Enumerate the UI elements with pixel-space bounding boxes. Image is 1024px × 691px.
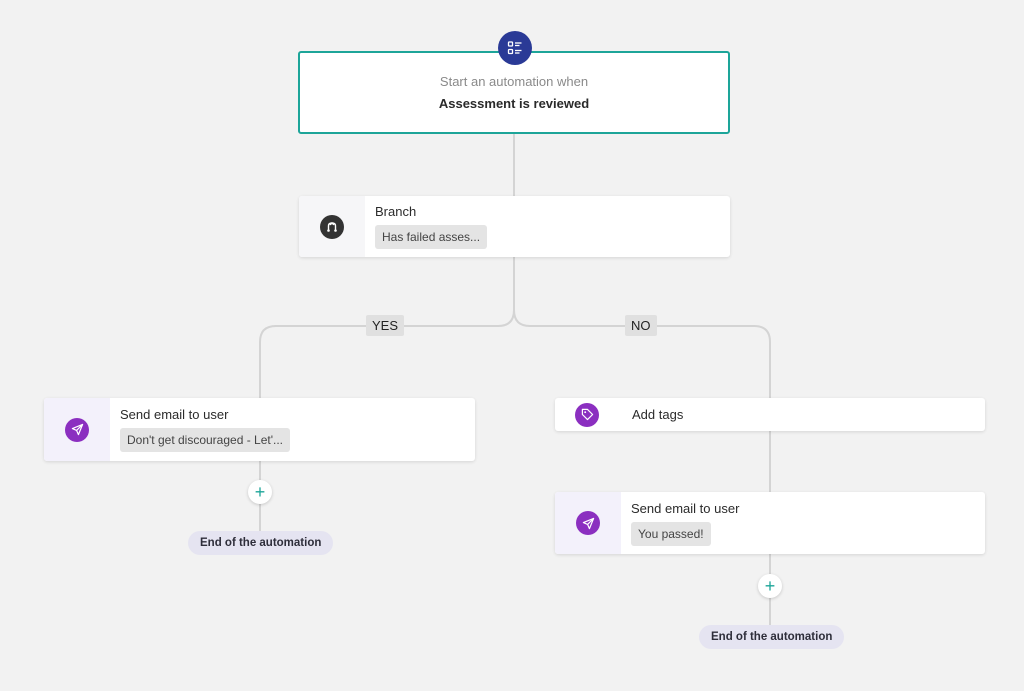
no-end-of-automation: End of the automation (699, 625, 845, 649)
yes-add-step-button[interactable]: + (248, 480, 272, 504)
no-send-email-card[interactable]: Send email to user You passed! (555, 492, 985, 554)
checklist-icon (498, 31, 532, 65)
branch-icon (320, 214, 344, 239)
branch-title: Branch (375, 204, 417, 219)
yes-email-subject-chip: Don't get discouraged - Let'... (120, 428, 291, 452)
tag-icon (575, 402, 599, 427)
branch-no-label: NO (625, 315, 657, 336)
yes-email-title: Send email to user (120, 407, 229, 422)
no-add-tags-card[interactable]: Add tags (555, 398, 985, 431)
yes-end-of-automation: End of the automation (188, 531, 334, 555)
branch-card[interactable]: Branch Has failed asses... (299, 196, 730, 257)
branch-yes-label: YES (366, 315, 405, 336)
send-icon (65, 417, 89, 442)
no-tags-title: Add tags (632, 407, 684, 422)
trigger-event: Assessment is reviewed (438, 96, 590, 111)
no-email-title: Send email to user (631, 500, 740, 516)
branch-condition-chip: Has failed asses... (375, 225, 488, 249)
no-email-subject-chip: You passed! (631, 521, 711, 546)
no-add-step-button[interactable]: + (758, 574, 782, 598)
yes-send-email-card[interactable]: Send email to user Don't get discouraged… (44, 398, 475, 461)
trigger-subtitle: Start an automation when (439, 74, 589, 89)
send-icon (576, 511, 600, 535)
